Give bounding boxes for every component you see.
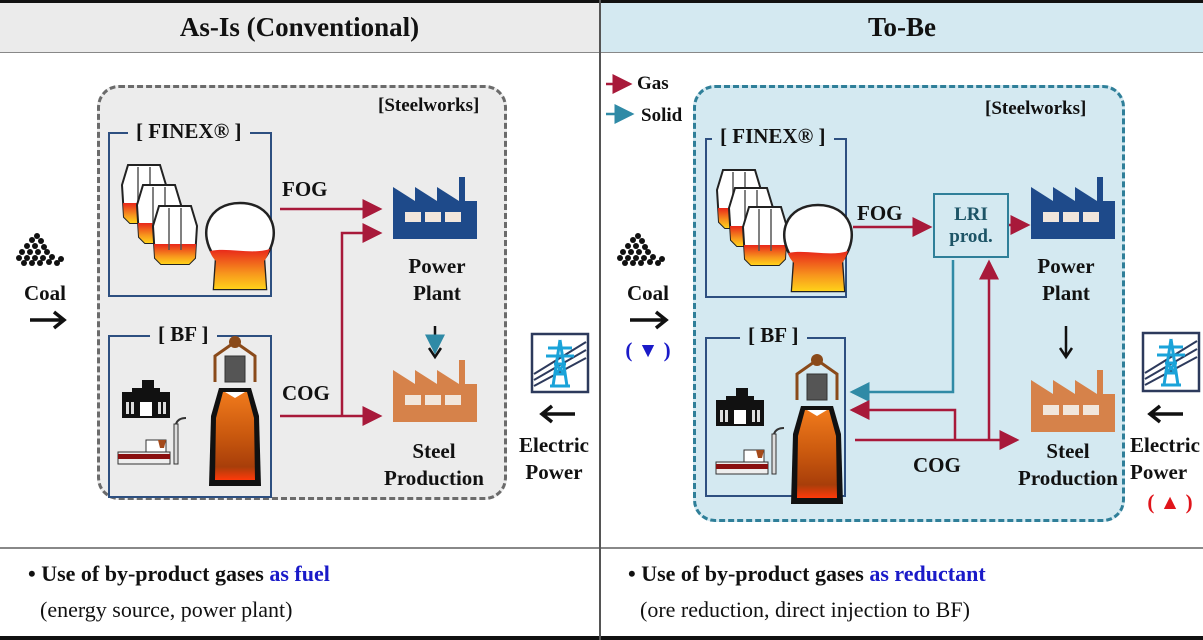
to-be-header: To-Be [601, 3, 1203, 53]
finex-label-as-is: [ FINEX® ] [128, 119, 250, 144]
steel-production-line2: Production [384, 466, 484, 490]
bf-label-to-be: [ BF ] [740, 323, 807, 348]
electric-line2: Power [1130, 460, 1188, 484]
strand-icon-to-be [715, 427, 785, 475]
steel-production-label-to-be: Steel Production [1004, 438, 1132, 492]
legend-gas-label: Gas [637, 73, 669, 94]
to-be-title: To-Be [867, 12, 936, 42]
electric-pylon-icon-to-be [1141, 331, 1201, 393]
electric-arrow-as-is [539, 404, 575, 424]
legend-solid-label: Solid [641, 105, 683, 126]
power-plant-line1: Power [408, 254, 466, 278]
steelworks-label-as-is: [Steelworks] [378, 95, 480, 116]
bullet-dot: • [28, 561, 42, 586]
footer-divider-left [0, 547, 599, 549]
panel-divider [599, 0, 601, 640]
electric-increase-indicator: ( ▲ ) [1147, 490, 1193, 514]
footer-divider-right [601, 547, 1203, 549]
lri-solid-to-bf-arrow [849, 260, 955, 402]
electric-line1: Electric [519, 433, 589, 457]
steel-production-icon-to-be [1031, 370, 1115, 432]
power-plant-icon-as-is [393, 177, 477, 239]
finex-label-to-be: [ FINEX® ] [712, 124, 834, 149]
bf-label-as-is: [ BF ] [150, 322, 217, 347]
power-to-steel-arrow-to-be [1058, 326, 1074, 360]
cog-arrows-to-be [849, 259, 1020, 450]
power-plant-line2: Plant [413, 281, 461, 305]
steel-production-line2: Production [1018, 466, 1118, 490]
coal-decrease-indicator: ( ▼ ) [625, 338, 671, 362]
to-be-bullet: • Use of by-product gases as reductant [628, 561, 986, 587]
coal-label-to-be: Coal [627, 281, 669, 305]
coal-arrow-as-is [30, 310, 67, 330]
blast-furnace-icon-to-be [789, 352, 845, 506]
electric-pylon-icon-as-is [530, 332, 590, 394]
coal-label-as-is: Coal [24, 281, 66, 305]
lri-production-box: LRI prod. [933, 193, 1009, 258]
bullet-highlight: as reductant [869, 561, 986, 586]
blast-furnace-icon-as-is [207, 334, 263, 488]
as-is-subtext: (energy source, power plant) [40, 597, 293, 622]
frame-top-border [0, 0, 1203, 3]
as-is-bullet: • Use of by-product gases as fuel [28, 561, 330, 587]
steel-production-icon-as-is [393, 360, 477, 422]
coal-icon-as-is [16, 233, 64, 266]
electric-power-label-to-be: Electric Power [1130, 432, 1203, 486]
finex-melter-icon-as-is [204, 201, 276, 291]
finex-reactor-icons-as-is [121, 164, 198, 265]
power-plant-icon-to-be [1031, 177, 1115, 239]
electric-line1: Electric [1130, 433, 1200, 457]
fog-label-to-be: FOG [857, 201, 903, 225]
sinter-plant-icon-to-be [716, 388, 764, 426]
finex-reactor-icons-to-be [716, 169, 788, 266]
steelworks-label-to-be: [Steelworks] [985, 98, 1087, 119]
cog-label-as-is: COG [282, 381, 330, 405]
power-plant-label-as-is: Power Plant [392, 253, 482, 307]
sinter-plant-icon-as-is [122, 380, 170, 418]
power-plant-label-to-be: Power Plant [1021, 253, 1111, 307]
coal-icon-to-be [617, 233, 665, 266]
frame-bottom-border [0, 636, 1203, 640]
power-to-steel-arrow-as-is [425, 326, 445, 360]
lri-line1: LRI [954, 204, 988, 225]
bullet-main-text: Use of by-product gases [41, 561, 270, 586]
electric-power-label-as-is: Electric Power [512, 432, 596, 486]
steel-production-line1: Steel [412, 439, 456, 463]
power-plant-line2: Plant [1042, 281, 1090, 305]
steel-production-label-as-is: Steel Production [370, 438, 498, 492]
coal-arrow-to-be [630, 310, 669, 330]
cog-label-to-be: COG [913, 453, 961, 477]
as-is-header: As-Is (Conventional) [0, 3, 599, 53]
as-is-title: As-Is (Conventional) [179, 12, 420, 42]
fog-label-as-is: FOG [282, 177, 328, 201]
electric-line2: Power [525, 460, 583, 484]
power-plant-line1: Power [1037, 254, 1095, 278]
bullet-dot: • [628, 561, 642, 586]
bullet-highlight: as fuel [269, 561, 330, 586]
finex-melter-icon-to-be [782, 203, 854, 293]
to-be-subtext: (ore reduction, direct injection to BF) [640, 597, 970, 622]
electric-arrow-to-be [1147, 404, 1183, 424]
bullet-main-text: Use of by-product gases [641, 561, 870, 586]
strand-icon-as-is [117, 417, 187, 465]
steel-production-line1: Steel [1046, 439, 1090, 463]
lri-line2: prod. [949, 226, 993, 247]
cog-arrow-as-is [280, 223, 383, 426]
